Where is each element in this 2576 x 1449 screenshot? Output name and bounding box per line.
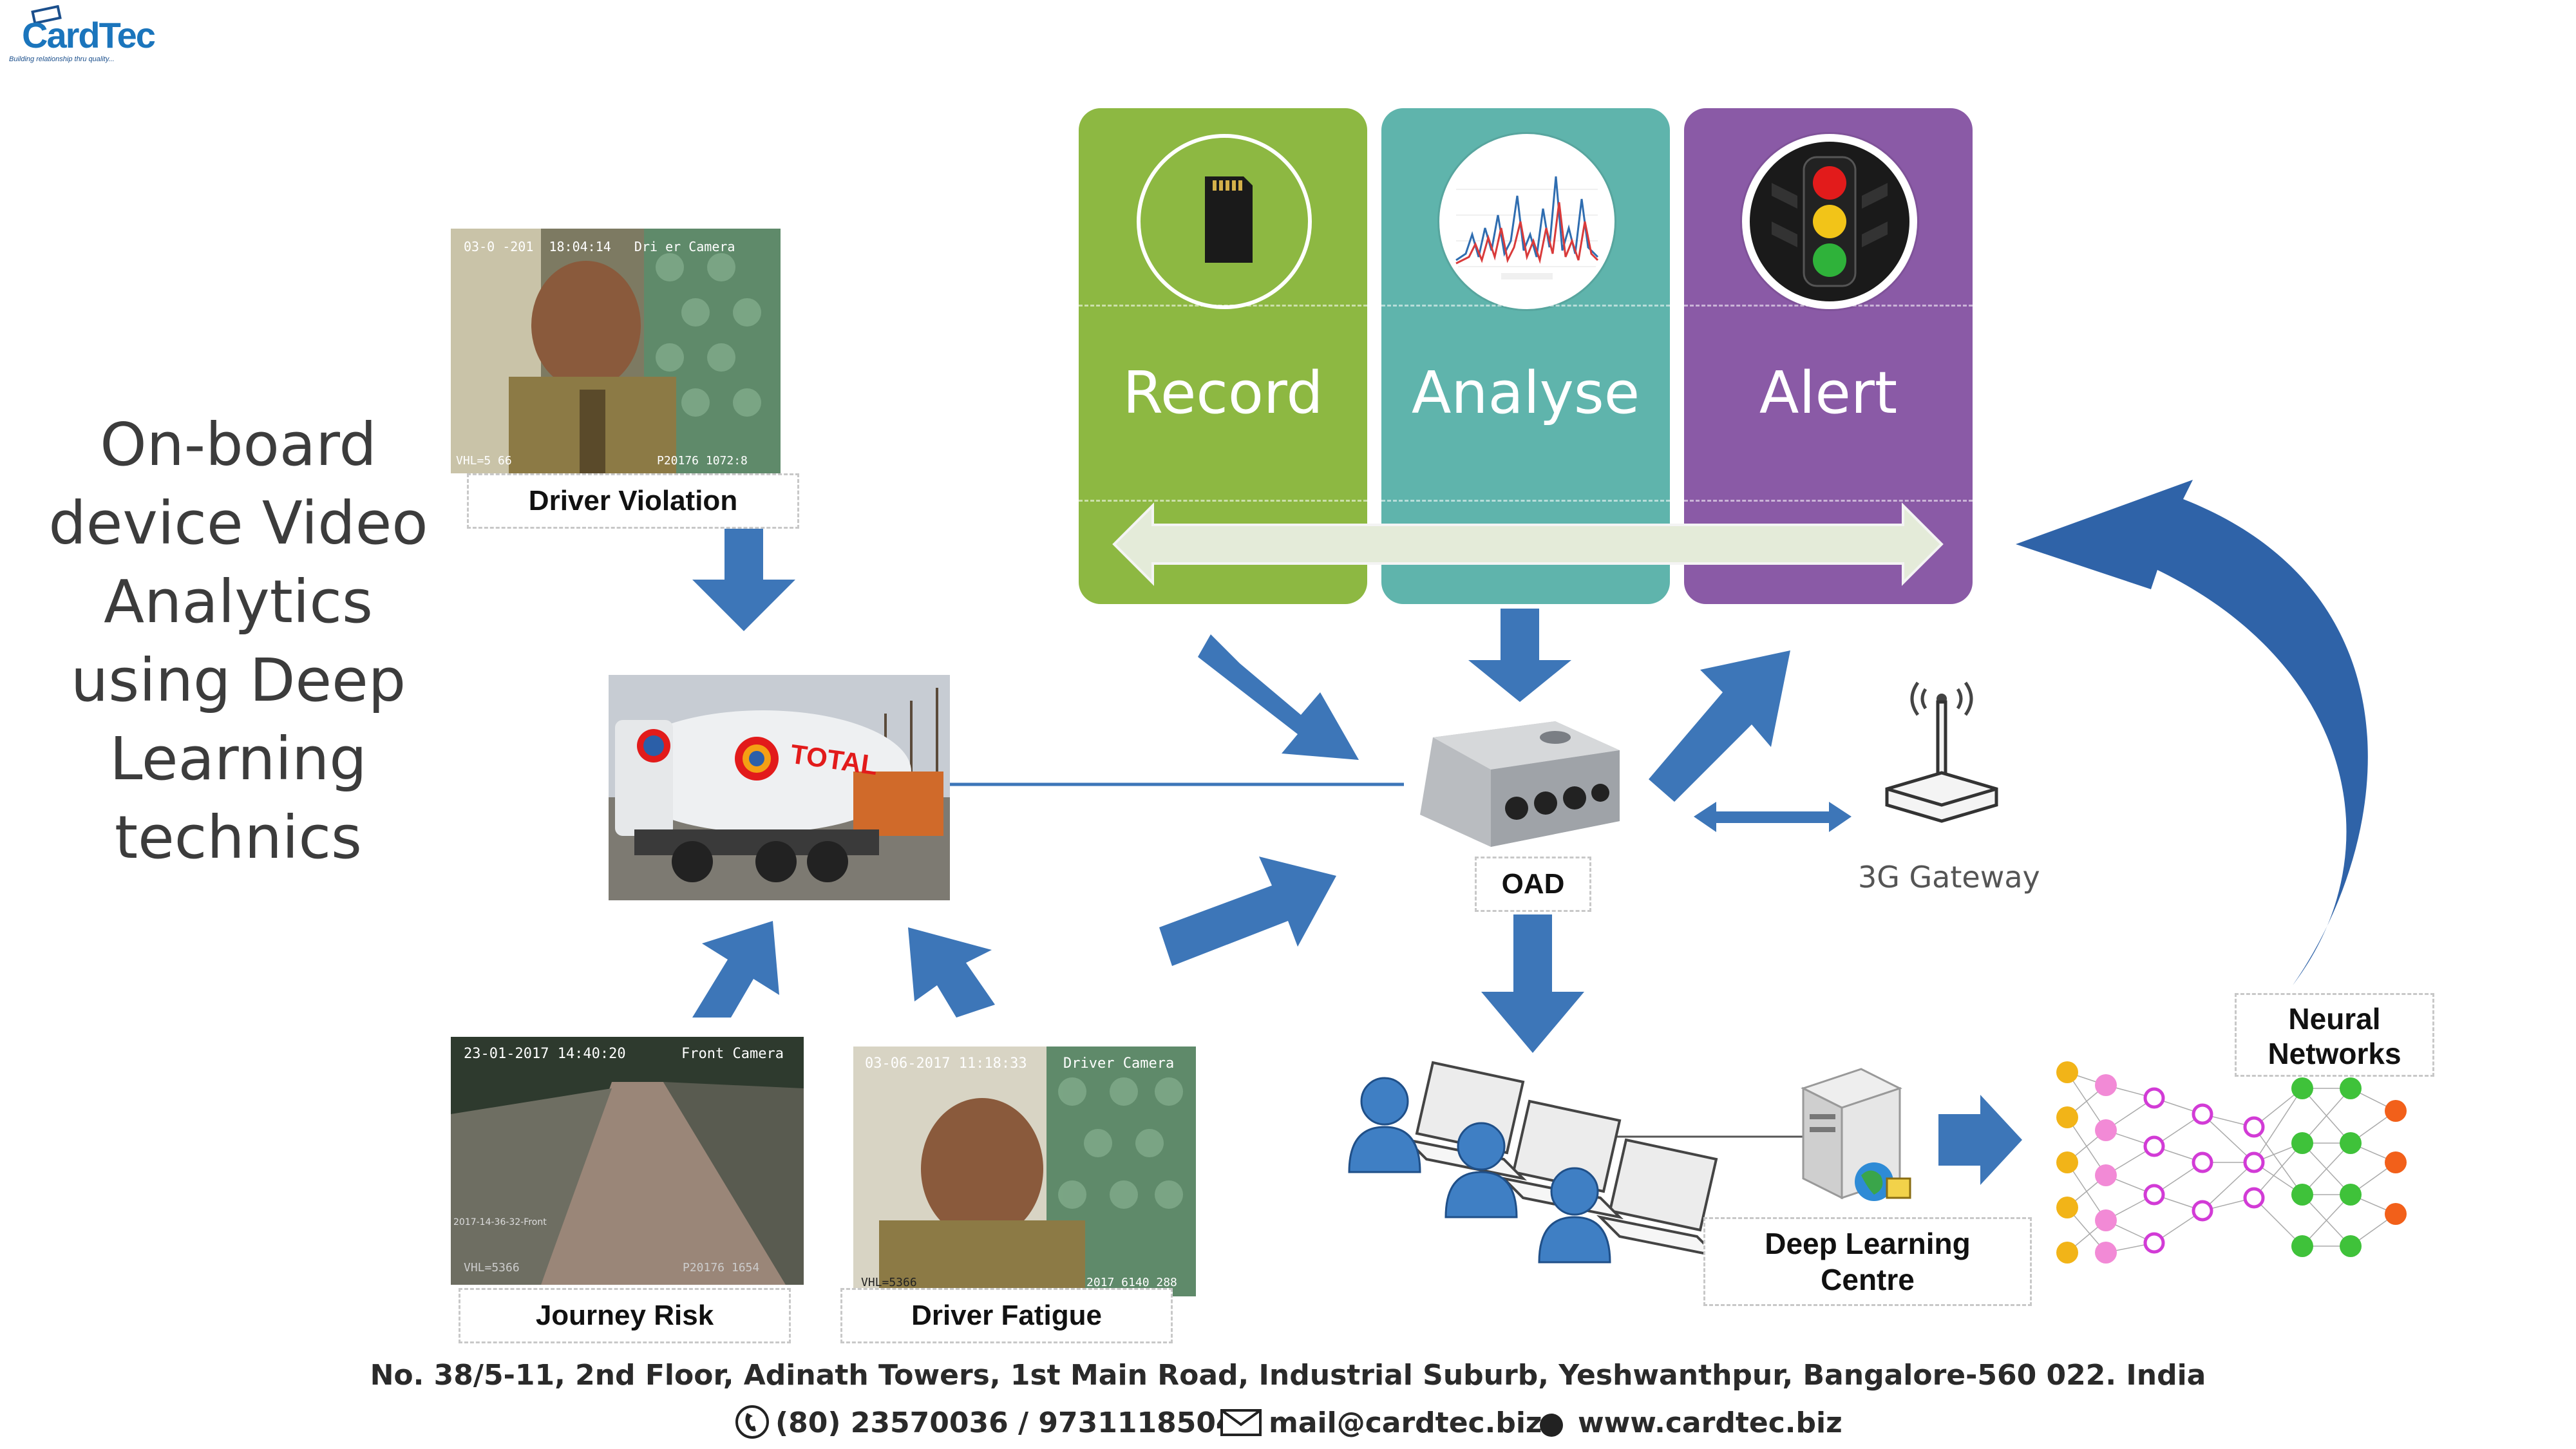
- record-label: Record: [1122, 359, 1323, 427]
- journey-risk-photo: 23-01-2017 14:40:20 Front Camera 2017-14…: [451, 1037, 804, 1285]
- journey-overlay-top-right: Front Camera: [681, 1046, 784, 1062]
- logo-tagline: Building relationship thru quality...: [9, 55, 115, 63]
- record-panel: Record: [1079, 108, 1367, 604]
- headline-line: device Video: [48, 489, 428, 558]
- footer-web[interactable]: www.cardtec.biz: [1578, 1406, 1842, 1439]
- alert-label: Alert: [1759, 359, 1898, 427]
- violation-overlay-bottom: VHL=5 66: [456, 454, 512, 468]
- journey-overlay-top: 23-01-2017 14:40:20: [464, 1046, 626, 1062]
- violation-overlay-bottom-right: P20176 1072:8: [657, 454, 748, 468]
- cardtec-logo: CardTec Building relationship thru quali…: [5, 5, 156, 63]
- footer-email[interactable]: mail@cardtec.biz: [1269, 1406, 1542, 1439]
- neural-network-icon: [2054, 1056, 2428, 1282]
- envelope-icon: [1220, 1409, 1262, 1443]
- arrow-oad-to-users: [1481, 914, 1584, 1053]
- fuel-truck-photo: TOTAL: [609, 675, 950, 900]
- analyse-panel: Analyse: [1381, 108, 1670, 604]
- nn-line-1: Neural: [2288, 1002, 2381, 1036]
- footer-address: No. 38/5-11, 2nd Floor, Adinath Towers, …: [370, 1359, 2206, 1392]
- server-icon: [1790, 1063, 1919, 1211]
- analyse-label: Analyse: [1411, 359, 1640, 427]
- journey-overlay-bottom-right: P20176 1654: [683, 1261, 760, 1274]
- web-icon: [1539, 1412, 1564, 1444]
- fatigue-overlay-bottom-right: 2017 6140 288: [1086, 1276, 1177, 1289]
- journey-overlay-bottom: VHL=5366: [464, 1261, 520, 1274]
- driver-violation-photo: 03-0 -201 18:04:14 Dri er Camera VHL=5 6…: [451, 229, 781, 473]
- logo-text: CardTec: [22, 15, 156, 55]
- dlc-line-2: Centre: [1821, 1263, 1915, 1296]
- record-band: [1079, 305, 1367, 502]
- footer-phone[interactable]: (80) 23570036 / 9731118504: [775, 1406, 1236, 1439]
- headline-line: Learning: [109, 724, 367, 793]
- arrow-violation-to-truck: [692, 528, 795, 631]
- nn-line-2: Networks: [2268, 1037, 2401, 1070]
- journey-risk-caption: Journey Risk: [459, 1288, 791, 1343]
- arrow-oad-to-alert: [1649, 650, 1790, 802]
- journey-overlay-mid: 2017-14-36-32-Front: [453, 1217, 547, 1227]
- chart-icon: [1439, 134, 1615, 309]
- driver-fatigue-photo: 03-06-2017 11:18:33 Driver Camera VHL=53…: [853, 1046, 1196, 1296]
- violation-overlay-top: 03-0 -201 18:04:14 Dri er Camera: [464, 239, 735, 254]
- headline-line: Analytics: [104, 567, 373, 636]
- users-laptops-icon: [1343, 1050, 1729, 1288]
- headline-line: using Deep: [70, 646, 406, 715]
- sd-card-icon: [1137, 134, 1312, 309]
- footer-contact-row: (80) 23570036 / 9731118504 mail@cardtec.…: [734, 1404, 1842, 1444]
- gateway-label: 3G Gateway: [1858, 860, 2040, 895]
- fatigue-overlay-top-right: Driver Camera: [1063, 1056, 1175, 1072]
- oad-device-icon: [1407, 712, 1626, 853]
- arrow-journey-to-truck: [692, 921, 779, 1018]
- phone-icon: [734, 1404, 770, 1447]
- driver-fatigue-caption: Driver Fatigue: [840, 1288, 1173, 1343]
- headline-line: technics: [115, 803, 362, 872]
- traffic-light-icon: [1742, 134, 1917, 309]
- arrow-oad-gateway: [1694, 802, 1852, 832]
- arrow-analyse-to-oad: [1468, 609, 1571, 702]
- arrow-into-oad-left: [1159, 857, 1336, 966]
- alert-band: [1684, 305, 1973, 502]
- oad-label: OAD: [1475, 857, 1591, 912]
- neural-networks-label: Neural Networks: [2235, 993, 2434, 1077]
- fatigue-overlay-bottom: VHL=5366: [861, 1276, 917, 1289]
- headline-line: On-board: [100, 410, 377, 479]
- arrow-dlc-to-nn: [1938, 1095, 2022, 1185]
- fatigue-overlay-top: 03-06-2017 11:18:33: [865, 1056, 1027, 1072]
- arrow-record-to-oad: [1198, 634, 1359, 760]
- deep-learning-centre-label: Deep Learning Centre: [1703, 1217, 2032, 1306]
- gateway-icon: [1868, 670, 2016, 837]
- dlc-line-1: Deep Learning: [1765, 1227, 1971, 1260]
- analyse-band: [1381, 305, 1670, 502]
- arrow-fatigue-to-truck: [908, 927, 995, 1018]
- page-headline: On-board device Video Analytics using De…: [48, 406, 428, 877]
- arrow-nn-to-alert: [2016, 480, 2368, 985]
- logo-mark-icon: [31, 5, 62, 24]
- driver-violation-caption: Driver Violation: [467, 473, 799, 529]
- pipeline-double-arrow: [1112, 502, 1944, 586]
- alert-panel: Alert: [1684, 108, 1973, 604]
